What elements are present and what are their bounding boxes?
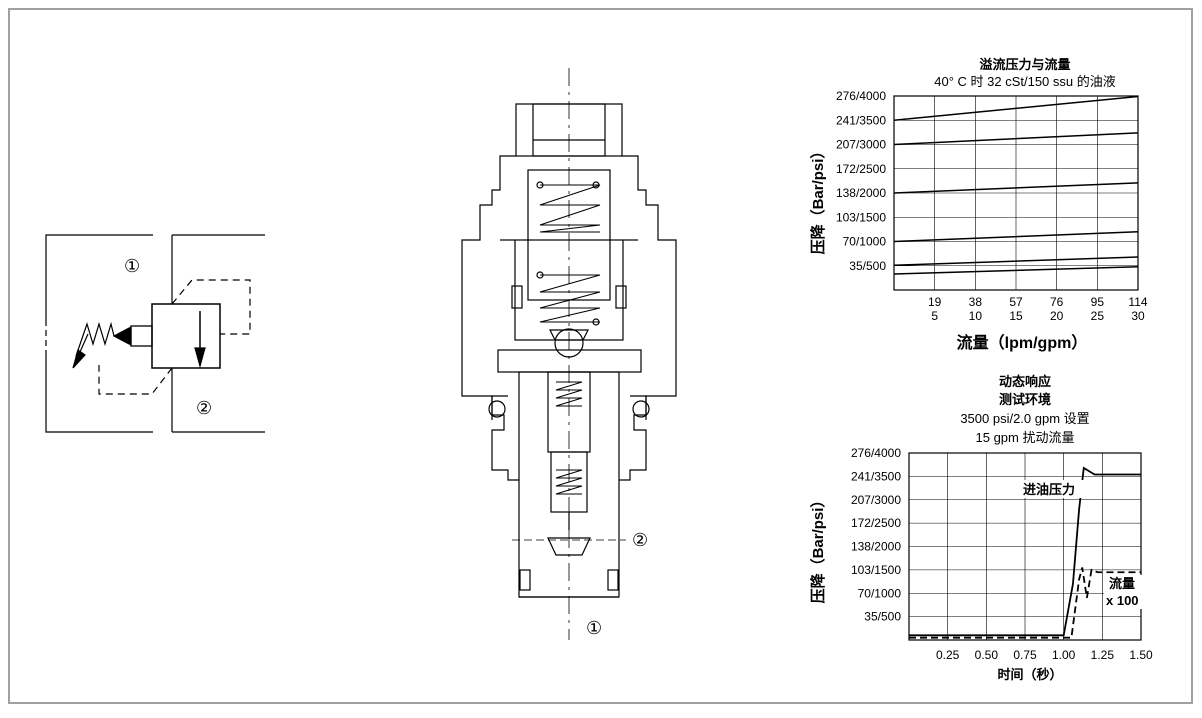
chart1-series-line bbox=[893, 265, 1139, 275]
chart1-xtick-lpm: 57 bbox=[1009, 295, 1023, 309]
pilot-arrow-icon bbox=[112, 326, 132, 346]
chart1-xtick-lpm: 19 bbox=[928, 295, 942, 309]
chart2-ytick-label: 35/500 bbox=[864, 610, 901, 624]
symbol-port2-label: ② bbox=[196, 398, 212, 418]
chart1-xtick-lpm: 76 bbox=[1050, 295, 1064, 309]
oring-left bbox=[511, 285, 523, 309]
chart1-ytick-label: 103/1500 bbox=[836, 210, 886, 224]
chart1-xtick-gpm: 30 bbox=[1131, 309, 1145, 323]
flow-scale-label: x 100 bbox=[1106, 593, 1139, 608]
chart2-xtick-label: 1.25 bbox=[1091, 648, 1115, 662]
pilot-line-bottom bbox=[98, 365, 173, 395]
chart2-subtitle-line2: 3500 psi/2.0 gpm 设置 bbox=[960, 411, 1089, 426]
dynamic-response-chart: 动态响应 测试环境 3500 psi/2.0 gpm 设置 15 gpm 扰动流… bbox=[809, 374, 1153, 682]
chart2-xtick-label: 0.25 bbox=[936, 648, 960, 662]
chart1-ticks: 35/500 70/1000 103/1500 138/2000 172/2500 207… bbox=[836, 89, 1148, 323]
chart1-ytick-label: 70/1000 bbox=[843, 235, 887, 249]
hydraulic-symbol bbox=[44, 234, 265, 433]
flow-arrow-icon bbox=[194, 347, 206, 369]
lower-spring-icon bbox=[539, 274, 601, 323]
oring-lower-left bbox=[519, 569, 531, 591]
oring-right bbox=[615, 285, 627, 309]
outer-border bbox=[8, 8, 1193, 704]
chart1-xtick-gpm: 15 bbox=[1009, 309, 1023, 323]
chart2-ticks: 35/500 70/1000 103/1500 138/2000 172/2500 207… bbox=[851, 446, 1153, 662]
adjust-arrow-icon bbox=[72, 349, 86, 369]
chart1-ytick-label: 276/4000 bbox=[836, 89, 886, 103]
inlet-pressure-label-bg bbox=[1020, 480, 1088, 498]
chart1-title: 溢流压力与流量 bbox=[979, 57, 1070, 72]
upper-spring-icon bbox=[539, 184, 601, 233]
spring-pilot-block bbox=[130, 325, 153, 347]
chart1-series-line bbox=[893, 132, 1139, 146]
chart1-series-line bbox=[893, 182, 1139, 194]
adjuster-slot bbox=[532, 103, 606, 157]
chart1-series bbox=[893, 95, 1139, 275]
valve-cross-section bbox=[461, 68, 677, 640]
chart2-xtick-label: 1.50 bbox=[1129, 648, 1153, 662]
symbol-port1-label: ① bbox=[124, 256, 140, 276]
chart2-inlet-pressure-series bbox=[909, 466, 1141, 637]
chart1-xtick-gpm: 25 bbox=[1091, 309, 1105, 323]
body-upper-left bbox=[461, 155, 516, 420]
poppet-ball bbox=[554, 328, 584, 358]
chart1-series-line bbox=[893, 95, 1139, 121]
chart1-xtick-lpm: 38 bbox=[969, 295, 983, 309]
inlet-pressure-label: 进油压力 bbox=[1023, 482, 1075, 497]
chart2-ytick-label: 241/3500 bbox=[851, 469, 901, 483]
body-upper-right bbox=[622, 155, 677, 420]
section-port2-label: ② bbox=[632, 530, 648, 550]
chart2-subtitle-line1: 测试环境 bbox=[999, 392, 1051, 407]
chart1-ytick-label: 172/2500 bbox=[836, 162, 886, 176]
chart2-xtick-label: 0.50 bbox=[975, 648, 999, 662]
piston-spring-icon bbox=[555, 381, 583, 407]
chart2-ytick-label: 70/1000 bbox=[858, 586, 902, 600]
section-port1-label: ① bbox=[586, 618, 602, 638]
chart1-xtick-gpm: 20 bbox=[1050, 309, 1064, 323]
chart1-subtitle: 40° C 时 32 cSt/150 ssu 的油液 bbox=[934, 74, 1116, 89]
chart1-xlabel: 流量（lpm/gpm） bbox=[957, 333, 1088, 352]
chart2-series bbox=[909, 466, 1141, 639]
chart2-ytick-label: 172/2500 bbox=[851, 516, 901, 530]
chart2-ytick-label: 138/2000 bbox=[851, 540, 901, 554]
pilot-line-top bbox=[171, 279, 251, 335]
chart1-xtick-gpm: 10 bbox=[969, 309, 983, 323]
chart1-grid bbox=[893, 95, 1139, 291]
seal-right-upper bbox=[632, 400, 650, 418]
chart2-xlabel: 时间（秒） bbox=[997, 667, 1062, 682]
chart2-ytick-label: 276/4000 bbox=[851, 446, 901, 460]
chart1-ytick-label: 241/3500 bbox=[836, 113, 886, 127]
flow-label-bg bbox=[1104, 575, 1144, 609]
chart2-title: 动态响应 bbox=[999, 374, 1051, 389]
chart1-ytick-label: 138/2000 bbox=[836, 186, 886, 200]
chart2-ytick-label: 103/1500 bbox=[851, 563, 901, 577]
chart1-ylabel: 压降（Bar/psi） bbox=[809, 144, 827, 255]
chart1-xtick-lpm: 114 bbox=[1128, 295, 1147, 309]
chart2-ylabel: 压降（Bar/psi） bbox=[809, 493, 827, 604]
chart1-series-line bbox=[893, 256, 1139, 267]
chart2-xtick-label: 0.75 bbox=[1013, 648, 1037, 662]
chart2-flow-series bbox=[909, 567, 1141, 639]
relief-pressure-chart: 溢流压力与流量 40° C 时 32 cSt/150 ssu 的油液 压降（Ba… bbox=[809, 57, 1148, 352]
chart1-ytick-label: 207/3000 bbox=[836, 138, 886, 152]
pilot-spring-icon bbox=[555, 469, 583, 495]
chart2-xtick-label: 1.00 bbox=[1052, 648, 1076, 662]
chart2-subtitle-line3: 15 gpm 扰动流量 bbox=[976, 430, 1075, 445]
chart1-xtick-lpm: 95 bbox=[1091, 295, 1105, 309]
flow-label: 流量 bbox=[1109, 576, 1135, 591]
chart2-ytick-label: 207/3000 bbox=[851, 493, 901, 507]
chart1-xtick-gpm: 5 bbox=[931, 309, 938, 323]
seal-left-upper bbox=[488, 400, 506, 418]
oring-lower-right bbox=[607, 569, 619, 591]
chart1-ytick-label: 35/500 bbox=[849, 259, 886, 273]
seat-plate bbox=[497, 349, 642, 373]
chart1-series-line bbox=[893, 231, 1139, 243]
valve-envelope bbox=[151, 303, 221, 369]
spring-icon bbox=[75, 321, 115, 357]
